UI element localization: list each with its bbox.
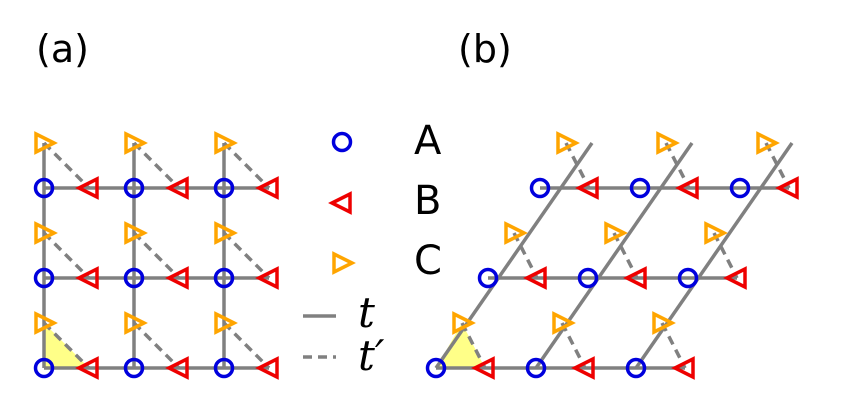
site-c-marker (552, 311, 576, 335)
site-a-marker (677, 267, 699, 289)
site-a-marker (529, 177, 551, 199)
bond-t (634, 142, 794, 369)
site-b-marker (165, 176, 189, 200)
legend-label-t: t (358, 288, 375, 337)
bond-t-prime (712, 232, 739, 279)
site-b-marker (723, 266, 747, 290)
site-b-marker (775, 176, 799, 200)
site-a-marker (629, 177, 651, 199)
bond-t-prime (42, 231, 91, 280)
bond-t-prime (764, 142, 791, 189)
site-a-marker (213, 357, 235, 379)
site-a-marker (525, 357, 547, 379)
site-a-marker (577, 267, 599, 289)
bond-t (534, 142, 694, 369)
site-b-marker (471, 356, 495, 380)
site-b-marker (671, 356, 695, 380)
panel-label-b: (b) (458, 27, 512, 71)
bond-t-prime (132, 231, 181, 280)
panel-label-a: (a) (36, 27, 89, 71)
site-a-marker (33, 357, 55, 379)
bond-t-prime (222, 231, 271, 280)
legend (303, 131, 356, 359)
bond-t-prime (222, 321, 271, 370)
site-a-marker (477, 267, 499, 289)
site-c-marker (656, 131, 680, 155)
site-a-marker (123, 357, 145, 379)
site-b-marker (75, 176, 99, 200)
site-a-marker (425, 357, 447, 379)
site-c-marker (34, 221, 58, 245)
site-c-marker (452, 311, 476, 335)
site-a-marker (729, 177, 751, 199)
bond-t-prime (612, 232, 639, 279)
site-b-marker (255, 266, 279, 290)
site-a-marker (33, 267, 55, 289)
bond-t-prime (660, 322, 687, 369)
site-b-marker (328, 191, 352, 215)
site-c-marker (124, 311, 148, 335)
site-b-marker (255, 356, 279, 380)
site-c-marker (34, 311, 58, 335)
site-c-marker (556, 131, 580, 155)
bond-t-prime (564, 142, 591, 189)
site-a-marker (213, 267, 235, 289)
site-c-marker (704, 221, 728, 245)
site-a-marker (625, 357, 647, 379)
site-a-marker (331, 131, 353, 153)
bond-t-prime (560, 322, 587, 369)
site-b-marker (75, 356, 99, 380)
site-b-marker (255, 176, 279, 200)
site-c-marker (652, 311, 676, 335)
site-c-marker (214, 131, 238, 155)
site-c-marker (214, 311, 238, 335)
site-b-marker (165, 356, 189, 380)
site-b-marker (575, 176, 599, 200)
site-b-marker (623, 266, 647, 290)
site-c-marker (34, 131, 58, 155)
bond-t-prime (460, 322, 487, 369)
bond-t-prime (42, 321, 91, 370)
bond-t-prime (42, 141, 91, 190)
unit-cell-triangle (436, 323, 485, 368)
site-a-marker (33, 177, 55, 199)
bond-t-prime (512, 232, 539, 279)
bond-t-prime (222, 141, 271, 190)
bond-t (434, 142, 594, 369)
bond-t-prime (132, 141, 181, 190)
bond-t-prime (664, 142, 691, 189)
site-a-marker (213, 177, 235, 199)
site-c-marker (756, 131, 780, 155)
legend-label-a: A (414, 118, 442, 164)
legend-label-t-prime: t′ (358, 331, 385, 380)
site-c-marker (214, 221, 238, 245)
site-a-marker (123, 177, 145, 199)
bond-t-prime (132, 321, 181, 370)
site-b-marker (675, 176, 699, 200)
panel-b-lattice (425, 131, 799, 380)
site-c-marker (604, 221, 628, 245)
legend-label-b: B (414, 178, 441, 224)
site-c-marker (504, 221, 528, 245)
site-b-marker (75, 266, 99, 290)
legend-label-c: C (414, 238, 442, 284)
site-c-marker (332, 251, 356, 275)
site-b-marker (165, 266, 189, 290)
site-c-marker (124, 131, 148, 155)
site-c-marker (124, 221, 148, 245)
site-a-marker (123, 267, 145, 289)
site-b-marker (571, 356, 595, 380)
panel-a-lattice (33, 131, 279, 380)
site-b-marker (523, 266, 547, 290)
